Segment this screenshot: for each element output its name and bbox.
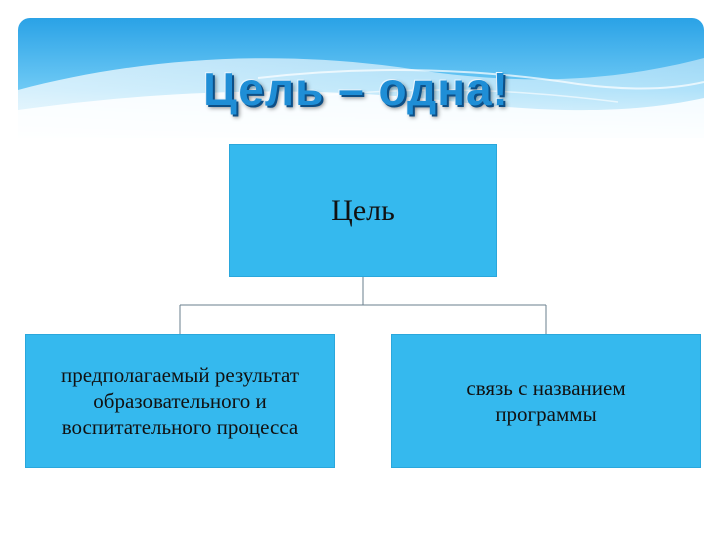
- child-node-line: предполагаемый результат: [60, 362, 300, 387]
- banner-waves: [18, 18, 704, 138]
- child-node-text: предполагаемый результат образовательног…: [61, 362, 299, 441]
- child-node-line: связь с названием: [466, 375, 626, 400]
- child-node-expected-result: предполагаемый результат образовательног…: [25, 334, 335, 468]
- header-banner: [18, 18, 704, 138]
- root-node-goal: Цель: [229, 144, 497, 277]
- child-node-text: связь с названием программы: [466, 375, 625, 428]
- child-node-program-link: связь с названием программы: [391, 334, 701, 468]
- root-node-label: Цель: [331, 193, 395, 227]
- slide-title: Цель – одна!: [203, 63, 509, 115]
- child-node-line: воспитательного процесса: [61, 415, 299, 440]
- child-node-line: программы: [495, 402, 597, 426]
- child-node-line: образовательного и: [93, 388, 267, 413]
